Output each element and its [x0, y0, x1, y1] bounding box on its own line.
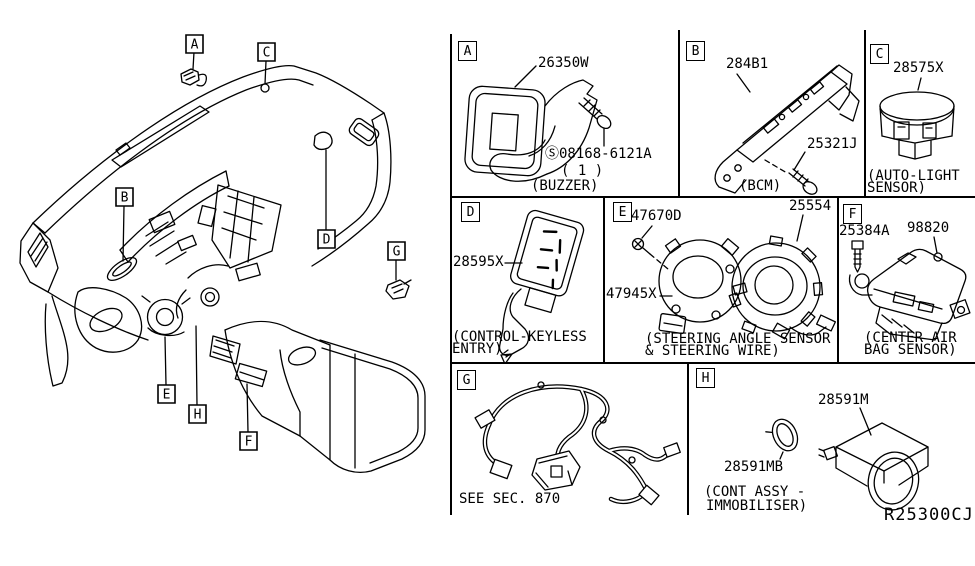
- panel-g-letter: G: [457, 370, 476, 390]
- immobiliser-part-number: 28591M: [818, 392, 869, 408]
- panel-e-steering-angle-sensor: E 47670D 25554 47945X (STEERING ANGLE SE…: [604, 197, 838, 363]
- harness-illustration: [451, 363, 688, 515]
- buzzer-part-number: 26350W: [538, 55, 589, 71]
- grid-line-b-c: [864, 30, 866, 197]
- auto-light-sensor-caption-line2: SENSOR): [867, 180, 927, 196]
- panel-c-letter: C: [870, 44, 889, 64]
- immobiliser-illustration: [688, 363, 975, 515]
- diagram-reference-code: R25300CJ: [884, 505, 974, 525]
- buzzer-caption: (BUZZER): [531, 178, 599, 194]
- grid-line-d-e: [603, 196, 605, 364]
- auto-light-sensor-caption-line1: (AUTO-LIGHT: [867, 168, 960, 184]
- bcm-part-number: 284B1: [726, 56, 769, 72]
- callout-h: H: [194, 408, 202, 423]
- bcm-illustration: [679, 30, 865, 197]
- dashboard-line-art: [20, 66, 425, 473]
- immobiliser-caption-line1: (CONT ASSY -: [704, 484, 806, 500]
- buzzer-screw-part-number: Ⓢ08168-6121A: [545, 146, 652, 162]
- buzzer-illustration: [451, 30, 679, 197]
- callout-e: E: [163, 388, 171, 403]
- grid-line-left: [450, 34, 452, 515]
- immobiliser-caption-line2: IMMOBILISER): [706, 498, 808, 514]
- callout-leader-lines: [123, 52, 396, 432]
- panel-h-immobiliser: H 28591M 28591MB (CONT ASSY - IMMOBILISE…: [688, 363, 975, 515]
- panel-d-keyless-entry: D 28595X (CONTROL-KEYLESS ENTRY): [451, 197, 604, 363]
- buzzer-screw-qty: ( 1 ): [561, 163, 604, 179]
- steering-screw-part-number: 47670D: [631, 208, 682, 224]
- auto-light-sensor-part-number: 28575X: [893, 60, 944, 76]
- steering-angle-sensor-part-number: 47945X: [606, 286, 657, 302]
- bcm-caption: (BCM): [739, 178, 782, 194]
- immobiliser-clamp-part-number: 28591MB: [724, 459, 784, 475]
- grid-line-row2-row3: [450, 362, 975, 364]
- steering-angle-sensor-illustration: [604, 197, 838, 363]
- steering-caption-line1: (STEERING ANGLE SENSOR: [645, 331, 831, 347]
- steering-caption-line2: & STEERING WIRE): [645, 343, 780, 359]
- auto-light-sensor-illustration: [865, 30, 975, 197]
- callout-g: G: [393, 245, 401, 260]
- panel-a-buzzer: A 26350W Ⓢ08168-6121A ( 1 ) (BUZZER): [451, 30, 679, 197]
- clip-part-a: [181, 69, 206, 86]
- panel-h-letter: H: [696, 368, 715, 388]
- callout-a: A: [191, 38, 199, 53]
- panel-f-airbag-sensor: F 25384A 98820 (CENTER AIR BAG SENSOR): [838, 197, 975, 363]
- panel-b-bcm: B 284B1 25321J (BCM): [679, 30, 865, 197]
- grid-line-g-h: [687, 362, 689, 515]
- keyless-entry-part-number: 28595X: [453, 254, 504, 270]
- panel-c-auto-light-sensor: C 28575X (AUTO-LIGHT SENSOR): [865, 30, 975, 197]
- bcm-screw-part-number: 25321J: [807, 136, 858, 152]
- harness-caption: SEE SEC. 870: [459, 491, 561, 507]
- grid-line-a-b: [678, 30, 680, 197]
- callout-b: B: [121, 191, 129, 206]
- callout-f: F: [245, 435, 253, 450]
- panel-a-letter: A: [458, 41, 477, 61]
- keyless-entry-caption-line2: ENTRY): [452, 341, 503, 357]
- callout-d: D: [323, 233, 331, 248]
- callout-c: C: [263, 46, 271, 61]
- clip-part-g: [386, 280, 411, 299]
- keyless-entry-illustration: [451, 197, 604, 363]
- callout-markers: A B C D E F G H: [116, 35, 405, 450]
- panel-f-letter: F: [843, 204, 862, 224]
- airbag-caption-line1: (CENTER AIR: [864, 330, 957, 346]
- grid-line-row1-row2: [450, 196, 975, 198]
- airbag-sensor-part-number: 98820: [907, 220, 950, 236]
- steering-wire-part-number: 25554: [789, 198, 832, 214]
- panel-d-letter: D: [461, 202, 480, 222]
- dashboard-diagram: A B C D E F G H: [0, 0, 450, 566]
- panel-g-harness: G SEE SEC. 870: [451, 363, 688, 515]
- panel-b-letter: B: [686, 41, 705, 61]
- keyless-entry-caption-line1: (CONTROL-KEYLESS: [452, 329, 587, 345]
- airbag-bolt-part-number: 25384A: [839, 223, 890, 239]
- panel-e-letter: E: [613, 202, 632, 222]
- airbag-sensor-illustration: [838, 197, 975, 363]
- airbag-caption-line2: BAG SENSOR): [864, 342, 957, 358]
- grid-line-e-f: [837, 196, 839, 364]
